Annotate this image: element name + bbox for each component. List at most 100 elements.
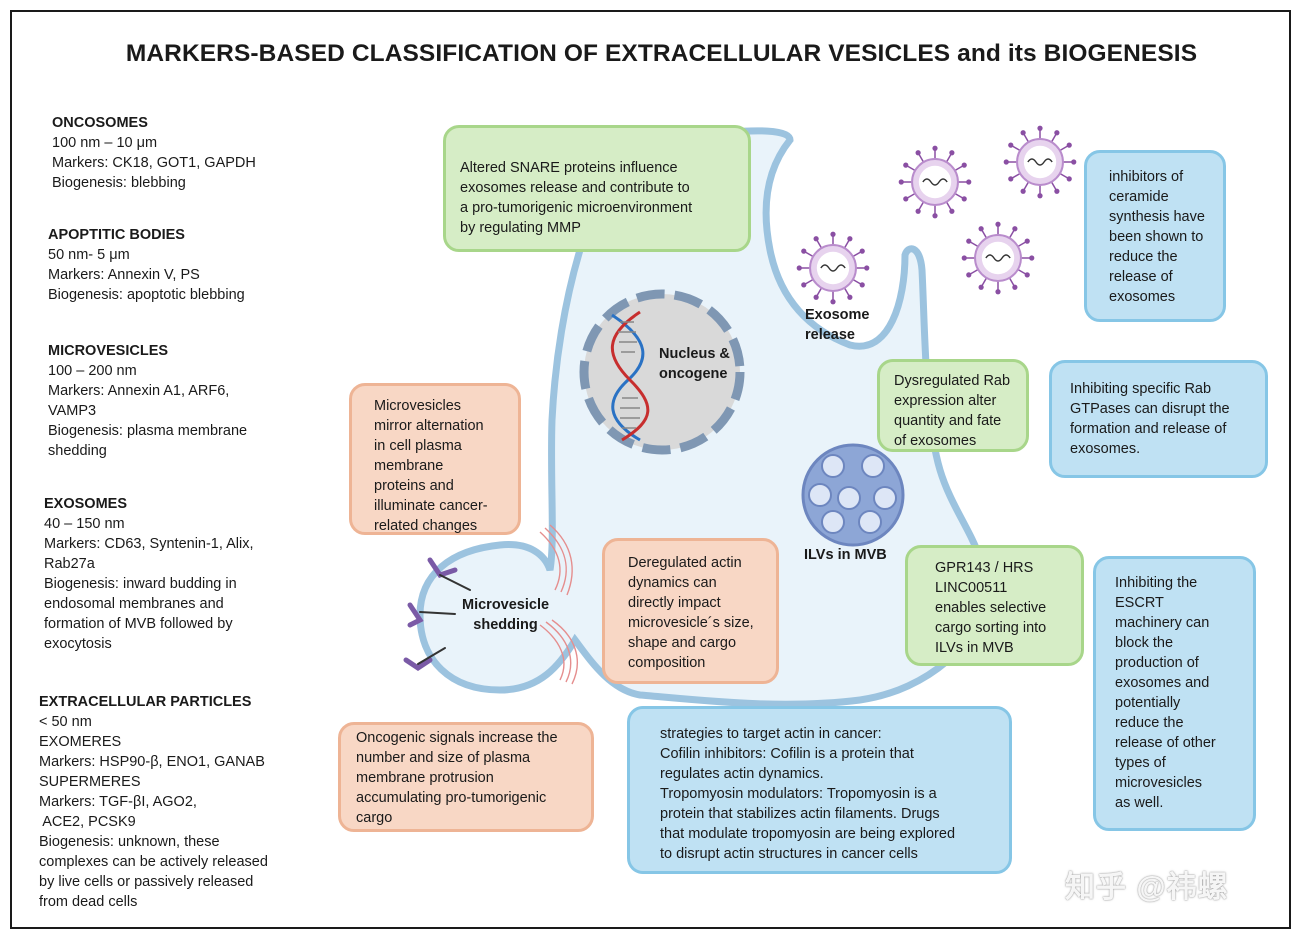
callout-line: in cell plasma [374,438,462,454]
actin-dynamics-callout: Deregulated actin dynamics can directly … [602,538,779,684]
section-line: 50 nm- 5 μm [48,247,130,263]
callout-line: machinery can [1115,615,1210,631]
callout-line: directly impact [628,595,721,611]
callout-line: Oncogenic signals increase the [356,730,558,746]
nucleus-body [584,294,740,450]
callout-line: LINC00511 [935,580,1008,596]
callout-line: dynamics can [628,575,717,591]
callout-line: reduce the [1109,249,1178,265]
callout-line: Deregulated actin [628,555,742,571]
callout-line: synthesis have [1109,209,1205,225]
receptor-icons [403,557,471,672]
section-line: Biogenesis: apoptotic blebbing [48,287,245,303]
label-line: oncogene [659,366,728,382]
callout-line: to disrupt actin structures in cancer ce… [660,846,918,862]
exosome-particle-icon [1003,125,1077,199]
callout-line: block the [1115,635,1174,651]
ceramide-callout: inhibitors of ceramide synthesis have be… [1084,150,1226,322]
mvb-icon [801,443,905,547]
section-heading: EXTRACELLULAR PARTICLES [39,694,252,710]
callout-line: production of [1115,655,1199,671]
section-exosomes: EXOSOMES 40 – 150 nm Markers: CD63, Synt… [44,494,254,654]
section-line: Markers: HSP90-β, ENO1, GANAB [39,754,265,770]
label-line: release [805,327,855,343]
section-line: < 50 nm [39,714,92,730]
callout-line: number and size of plasma [356,750,531,766]
section-line: from dead cells [39,894,138,910]
callout-line: quantity and fate [894,413,1002,429]
callout-line: ILVs in MVB [935,640,1014,656]
section-line: Rab27a [44,556,95,572]
callout-line: strategies to target actin in cancer: [660,726,882,742]
callout-line: Inhibiting the [1115,575,1198,591]
section-line: Markers: Annexin A1, ARF6, [48,383,230,399]
actin-filaments-icon [539,524,578,685]
callout-line: membrane [374,458,444,474]
section-line: Markers: Annexin V, PS [48,267,200,283]
exosome-particle-icon [961,221,1035,295]
section-line: Biogenesis: inward budding in [44,576,237,592]
section-line: exocytosis [44,636,112,652]
section-line: Biogenesis: plasma membrane [48,423,248,439]
callout-line: exosomes release and contribute to [460,180,690,196]
callout-line: exosomes. [1070,441,1141,457]
section-line: 40 – 150 nm [44,516,125,532]
oncogenic-signals-callout: Oncogenic signals increase the number an… [338,722,594,832]
callout-line: Inhibiting specific Rab [1070,381,1212,397]
ilvs-label: ILVs in MVB [804,547,887,563]
callout-line: regulates actin dynamics. [660,766,824,782]
callout-line: cargo sorting into [935,620,1047,636]
label-line: shedding [473,617,538,633]
callout-line: protein that stabilizes actin filaments.… [660,806,940,822]
section-line: VAMP3 [48,403,97,419]
nucleus-envelope [579,289,745,455]
section-oncosomes: ONCOSOMES 100 nm – 10 μm Markers: CK18, … [52,113,256,193]
callout-line: Tropomyosin modulators: Tropomyosin is a [660,786,937,802]
section-line: formation of MVB followed by [44,616,233,632]
callout-line: microvesicle´s size, [628,615,754,631]
escrt-callout: Inhibiting the ESCRT machinery can block… [1093,556,1256,831]
callout-line: enables selective [935,600,1047,616]
watermark: 知乎 @祎螺 [1065,871,1229,904]
callout-line: of exosomes [894,433,977,449]
section-heading: MICROVESICLES [48,343,169,359]
section-line: Markers: TGF-βI, AGO2, [39,794,197,810]
label-line: Nucleus & [659,346,730,362]
section-heading: ONCOSOMES [52,115,148,131]
nucleus-label: Nucleus & oncogene [659,344,730,384]
gpr143-callout: GPR143 / HRS LINC00511 enables selective… [905,545,1084,666]
section-line: EXOMERES [39,734,122,750]
callout-line: potentially [1115,695,1181,711]
callout-line: a pro-tumorigenic microenvironment [460,200,693,216]
callout-line: composition [628,655,706,671]
section-line: 100 – 200 nm [48,363,137,379]
callout-line: GPR143 / HRS [935,560,1034,576]
callout-line: cargo [356,810,393,826]
section-heading: EXOSOMES [44,496,127,512]
callout-line: related changes [374,518,478,534]
callout-line: formation and release of [1070,421,1227,437]
callout-line: expression alter [894,393,997,409]
callout-line: been shown to [1109,229,1204,245]
callout-line: inhibitors of [1109,169,1184,185]
microvesicles-callout: Microvesicles mirror alternation in cell… [349,383,521,535]
callout-line: exosomes [1109,289,1176,305]
rab-dysregulated-callout: Dysregulated Rab expression alter quanti… [877,359,1029,452]
section-line: SUPERMERES [39,774,141,790]
section-line: shedding [48,443,107,459]
callout-line: microvesicles [1115,775,1203,791]
callout-line: exosomes and [1115,675,1210,691]
callout-line: ceramide [1109,189,1169,205]
callout-line: Cofilin inhibitors: Cofilin is a protein… [660,746,914,762]
exosome-particle-icon [898,145,972,219]
callout-line: Microvesicles [374,398,462,414]
callout-line: release of other [1115,735,1216,751]
callout-line: shape and cargo [628,635,737,651]
callout-line: reduce the [1115,715,1184,731]
exosome-particles [796,125,1077,305]
section-line: endosomal membranes and [44,596,224,612]
outer-frame [10,10,1291,929]
callout-line: proteins and [374,478,454,494]
